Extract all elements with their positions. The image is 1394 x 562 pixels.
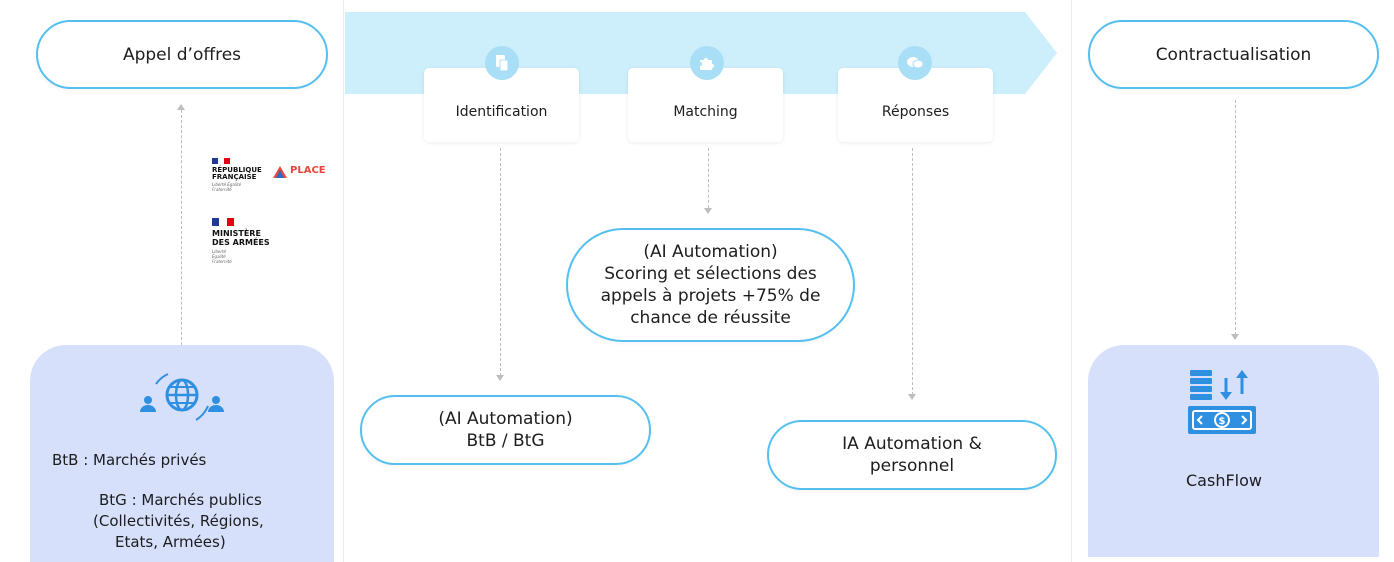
box-line: personnel: [869, 456, 955, 476]
contractualisation-pill: Contractualisation: [1088, 20, 1379, 89]
connector-line: [912, 148, 913, 395]
box-line: IA Automation &: [842, 434, 982, 454]
step-card-matching: Matching: [628, 68, 783, 142]
box-line: appels à projets +75% de: [600, 286, 821, 306]
step-card-identification: Identification: [424, 68, 579, 142]
identification-automation-box: (AI Automation) BtB / BtG: [360, 395, 651, 465]
section-divider: [343, 0, 344, 562]
btb-label: BtB : Marchés privés: [52, 451, 207, 469]
box-line: (AI Automation): [438, 409, 573, 429]
contractualisation-title: Contractualisation: [1155, 44, 1312, 65]
document-icon: [485, 46, 519, 80]
box-line: (AI Automation): [643, 242, 778, 262]
appel-offres-title: Appel d’offres: [122, 44, 242, 65]
box-line: chance de réussite: [630, 308, 791, 328]
globe-people-icon: [140, 373, 224, 421]
puzzle-icon: [690, 46, 724, 80]
step-label: Réponses: [881, 104, 950, 120]
cashflow-label: CashFlow: [1186, 471, 1262, 490]
appel-offres-pill: Appel d’offres: [36, 20, 328, 89]
arrow-down-icon: [1231, 334, 1239, 340]
svg-text:$: $: [1219, 416, 1226, 427]
btg-detail-2: Etats, Armées): [115, 533, 226, 551]
connector-line: [708, 148, 709, 208]
chat-icon: [898, 46, 932, 80]
connector-line: [500, 148, 501, 376]
step-label: Identification: [455, 104, 548, 120]
arrow-up-icon: [177, 104, 185, 110]
connector-line: [1235, 100, 1236, 335]
reponses-automation-box: IA Automation & personnel: [767, 420, 1057, 490]
btg-detail-1: (Collectivités, Régions,: [93, 512, 264, 530]
step-label: Matching: [673, 104, 738, 120]
box-line: BtB / BtG: [466, 431, 545, 451]
box-line: Scoring et sélections des: [604, 264, 817, 284]
arrow-down-icon: [496, 375, 504, 381]
arrow-down-icon: [704, 208, 712, 214]
matching-automation-box: (AI Automation) Scoring et sélections de…: [566, 228, 855, 342]
btg-label: BtG : Marchés publics: [99, 491, 262, 509]
step-card-reponses: Réponses: [838, 68, 993, 142]
right-panel: [1088, 345, 1379, 557]
cashflow-icon: $: [1188, 370, 1256, 434]
connector-line: [181, 110, 182, 345]
section-divider: [1071, 0, 1072, 562]
arrow-down-icon: [908, 394, 916, 400]
